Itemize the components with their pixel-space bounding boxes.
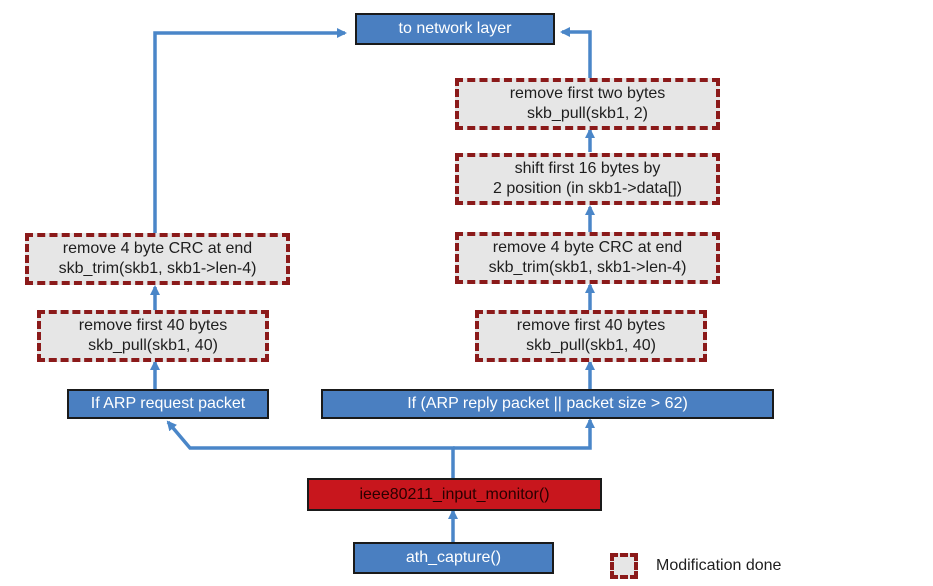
node-line2: skb_pull(skb1, 40) (88, 337, 218, 354)
node-line2: skb_pull(skb1, 40) (526, 337, 656, 354)
input-monitor-node: ieee80211_input_monitor() (307, 478, 602, 511)
arrow-left-to-network (153, 28, 347, 233)
arrow-monitor-to-arp-request (166, 420, 455, 478)
node-line1: remove 4 byte CRC at end (492, 239, 683, 256)
left-crc-node: remove 4 byte CRC at end skb_trim(skb1, … (25, 233, 290, 285)
right-shift-node: shift first 16 bytes by 2 position (in s… (455, 153, 720, 205)
node-line1: remove first 40 bytes (78, 317, 228, 334)
input-monitor-label: ieee80211_input_monitor() (359, 485, 550, 503)
right-remove-40-node: remove first 40 bytes skb_pull(skb1, 40) (475, 310, 707, 362)
legend-label: Modification done (656, 557, 782, 574)
node-line1: remove first 40 bytes (516, 317, 666, 334)
node-line2: 2 position (in skb1->data[]) (493, 180, 682, 197)
node-line1: remove 4 byte CRC at end (62, 240, 253, 257)
arp-reply-node: If (ARP reply packet || packet size > 62… (321, 389, 774, 419)
node-line1: shift first 16 bytes by (514, 160, 661, 177)
arp-request-node: If ARP request packet (67, 389, 269, 419)
arp-reply-label: If (ARP reply packet || packet size > 62… (407, 395, 688, 412)
arrow-right-to-network (560, 27, 592, 78)
ath-capture-label: ath_capture() (405, 549, 502, 566)
arp-request-label: If ARP request packet (90, 395, 246, 412)
node-line2: skb_trim(skb1, skb1->len-4) (488, 259, 687, 276)
node-line1: remove first two bytes (509, 85, 666, 102)
node-line2: skb_trim(skb1, skb1->len-4) (58, 260, 257, 277)
network-layer-node: to network layer (355, 13, 555, 45)
ath-capture-node: ath_capture() (353, 542, 554, 574)
network-layer-label: to network layer (398, 20, 512, 37)
left-remove-40-node: remove first 40 bytes skb_pull(skb1, 40) (37, 310, 269, 362)
right-crc-node: remove 4 byte CRC at end skb_trim(skb1, … (455, 232, 720, 284)
node-line2: skb_pull(skb1, 2) (527, 105, 648, 122)
right-remove-two-bytes-node: remove first two bytes skb_pull(skb1, 2) (455, 78, 720, 130)
legend-swatch (610, 553, 638, 579)
arrow-monitor-to-arp-reply (453, 418, 595, 450)
